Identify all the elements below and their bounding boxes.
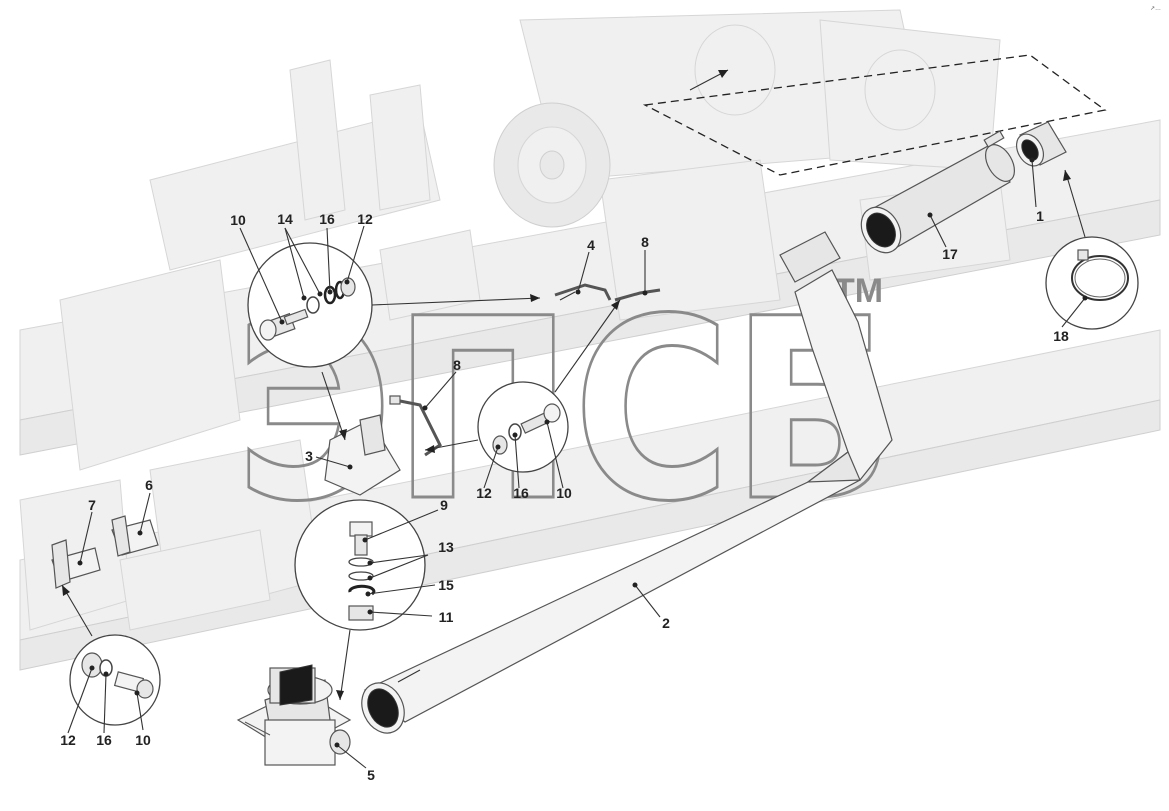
callout-8-top: 8 — [641, 234, 649, 250]
callout-4: 4 — [587, 237, 595, 253]
callout-10-upper-left: 10 — [230, 212, 246, 228]
callout-12-middle: 12 — [476, 485, 492, 501]
exhaust-outlet-housing — [236, 664, 352, 766]
callout-6: 6 — [145, 477, 153, 493]
corner-mark: ↗… — [1150, 6, 1161, 12]
clamp-strap-4 — [554, 283, 612, 301]
callout-12-lower-left: 12 — [60, 732, 76, 748]
clamp-strap-8-top — [614, 288, 661, 302]
callout-16-upper-left: 16 — [319, 211, 335, 227]
callout-7: 7 — [88, 497, 96, 513]
callout-10-middle: 10 — [556, 485, 572, 501]
callout-labels: 1 2 3 4 5 6 7 8 8 9 10 10 10 11 12 12 12… — [60, 208, 1069, 783]
callout-13: 13 — [438, 539, 454, 555]
callout-2: 2 — [662, 615, 670, 631]
callout-5: 5 — [367, 767, 375, 783]
callout-10-lower-left: 10 — [135, 732, 151, 748]
callout-9: 9 — [440, 497, 448, 513]
callout-11: 11 — [439, 609, 454, 625]
detail-circle-upper-left — [247, 242, 373, 368]
detail-circle-clamp — [1045, 236, 1139, 330]
callout-1: 1 — [1036, 208, 1044, 224]
callout-16-middle: 16 — [513, 485, 529, 501]
engine-flange-arrowhead — [718, 70, 728, 78]
detail-circle-lower-center — [294, 499, 426, 631]
callout-14: 14 — [277, 211, 293, 227]
callout-8-mid: 8 — [453, 357, 461, 373]
detail-circle-lower-left — [69, 634, 161, 726]
coupling-ring — [1015, 121, 1067, 167]
exhaust-pipe — [361, 231, 893, 734]
bracket-7 — [51, 539, 101, 589]
assembly-arrows — [61, 169, 1086, 701]
muffler-flex-pipe — [860, 130, 1016, 254]
callout-17: 17 — [942, 246, 958, 262]
callout-18: 18 — [1053, 328, 1069, 344]
callout-16-lower-left: 16 — [96, 732, 112, 748]
bracket-6 — [111, 515, 159, 557]
detail-circle-middle — [477, 381, 569, 473]
leader-lines — [67, 157, 1088, 769]
callout-15: 15 — [438, 577, 454, 593]
callout-12-upper-left: 12 — [357, 211, 373, 227]
callout-3: 3 — [305, 448, 313, 464]
pipe-bracket-3 — [324, 414, 401, 496]
engine-flange-outline — [642, 54, 1107, 176]
